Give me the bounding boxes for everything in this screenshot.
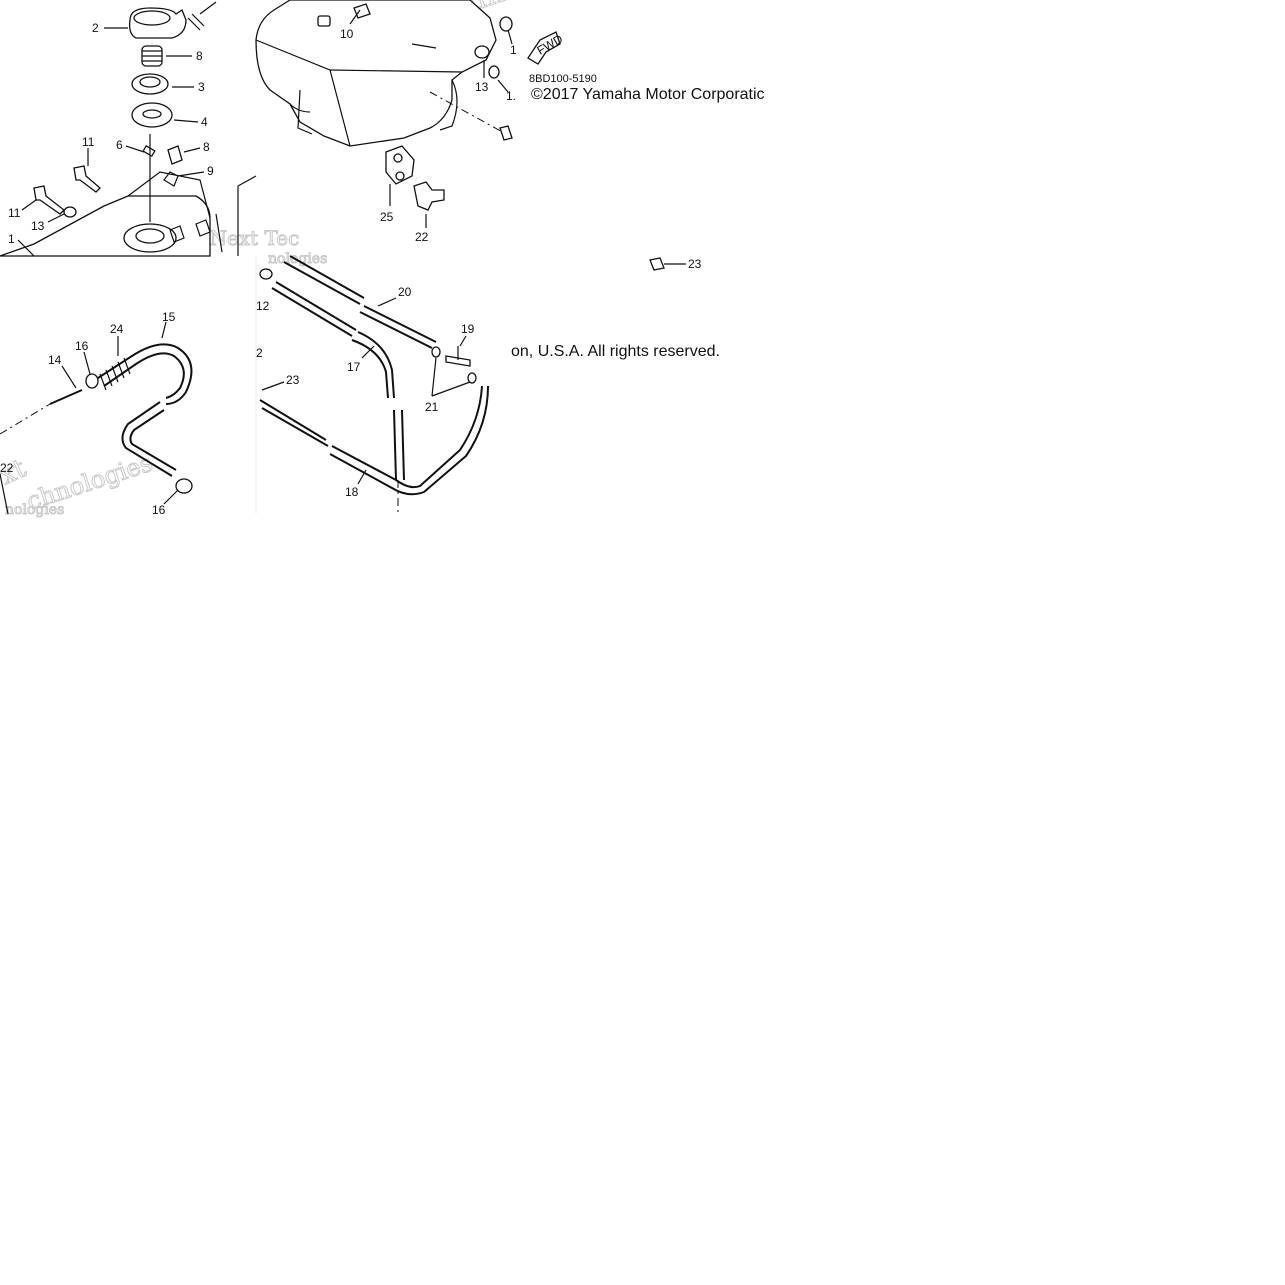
callout-6: 6 <box>116 138 123 152</box>
watermark-3: nologies <box>268 251 327 267</box>
fwd-label: FWD <box>534 32 565 58</box>
callout-8: 8 <box>203 140 210 154</box>
filler-cap-assembly <box>0 1 257 257</box>
callout-11-upper: 11 <box>82 135 95 149</box>
clip-23-right: 23 <box>649 257 702 271</box>
callout-16-lower: 16 <box>152 503 166 517</box>
callout-1-top: 1 <box>510 43 517 57</box>
callout-17: 17 <box>347 360 361 374</box>
callout-labels-hose-left: 14 16 24 15 16 22 <box>0 310 179 517</box>
callout-2-center: 2 <box>256 346 263 360</box>
fuel-tank <box>255 0 513 228</box>
callout-1-tank: 1. <box>506 89 516 103</box>
callout-19: 19 <box>461 322 475 336</box>
callout-22-left: 22 <box>0 461 14 475</box>
callout-12: 12 <box>256 299 270 313</box>
callout-20: 20 <box>398 285 412 299</box>
breather-hoses <box>259 255 489 514</box>
callout-9: 9 <box>207 164 214 178</box>
callout-23-right: 23 <box>688 257 702 271</box>
callout-11-lower: 11 <box>8 206 21 220</box>
callout-22-tank: 22 <box>415 230 429 244</box>
callout-16-upper: 16 <box>75 339 89 353</box>
callout-labels-hose-center: 20 17 19 21 18 23 12 2 <box>256 285 475 499</box>
part-code: 8BD100-5190 <box>529 73 597 85</box>
callout-15: 15 <box>162 310 176 324</box>
callout-10: 10 <box>340 27 354 41</box>
watermark-2: VNext Tec <box>194 226 299 250</box>
callout-24: 24 <box>110 322 124 336</box>
callout-23-center: 23 <box>286 373 300 387</box>
callout-1-left: 1 <box>8 232 15 246</box>
callout-2: 2 <box>92 21 99 35</box>
copyright-line-1: ©2017 Yamaha Motor Corporatic <box>531 86 765 103</box>
callout-18: 18 <box>345 485 359 499</box>
callout-25: 25 <box>380 210 394 224</box>
callout-5: 8 <box>196 49 203 63</box>
callout-labels-tank: 10 13 1. 1 25 22 <box>340 9 517 244</box>
callout-4: 4 <box>201 115 208 129</box>
hose-assembly-left <box>0 343 193 515</box>
callout-14: 14 <box>48 353 62 367</box>
callout-13-tank: 13 <box>475 80 489 94</box>
callout-labels-left: 2 8 3 4 6 8 9 11 11 13 1 <box>8 21 214 246</box>
watermark-6: nologies <box>5 502 64 518</box>
callout-3: 3 <box>198 80 205 94</box>
copyright-line-2: on, U.S.A. All rights reserved. <box>511 343 720 360</box>
callout-13-left: 13 <box>31 219 45 233</box>
callout-21: 21 <box>425 400 439 414</box>
fwd-arrow-icon: FWD <box>527 31 565 65</box>
callout-leaders-left <box>17 27 205 257</box>
